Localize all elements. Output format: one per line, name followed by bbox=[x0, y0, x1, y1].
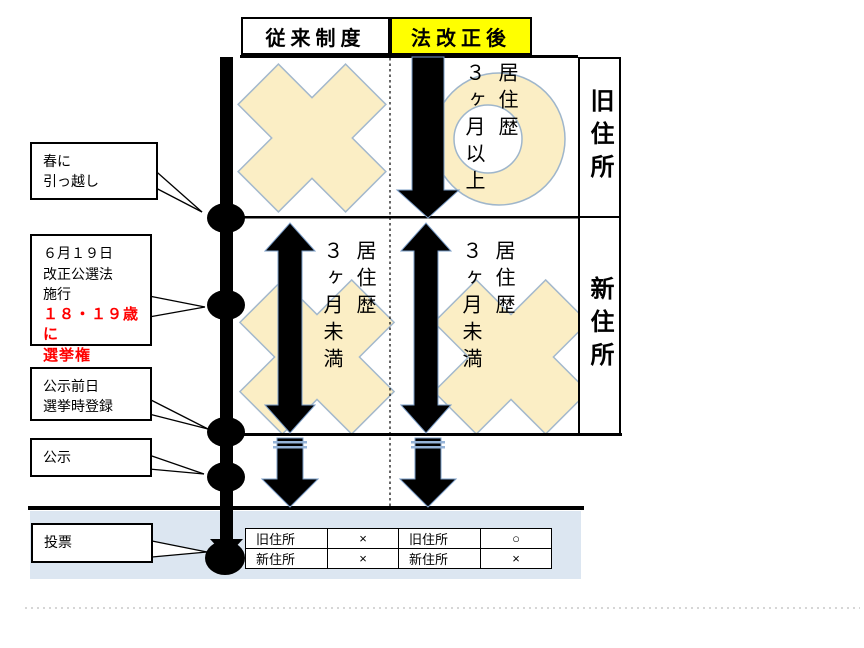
residency-note-new-conventional: 居住歴 ３ヶ月未満 bbox=[314, 240, 380, 375]
callout-spring-move: 春に 引っ越し bbox=[30, 142, 158, 200]
callout-red-text-line: 選挙権 bbox=[43, 346, 92, 364]
arrow-double-new-conventional bbox=[263, 222, 317, 434]
residency-note-line: ３ヶ月未満 bbox=[320, 240, 342, 375]
timeline-dot-registration bbox=[207, 417, 245, 447]
callout-law-enforcement: ６月１９日 改正公選法 施行 １８・１９歳に 選挙権 bbox=[30, 234, 152, 364]
header-conventional-system: 従来制度 bbox=[241, 17, 390, 55]
residency-note-line: ３ヶ月以上 bbox=[462, 62, 484, 197]
result-cell-label: 新住所 bbox=[245, 548, 328, 569]
arrow-double-new-after bbox=[399, 222, 453, 434]
residency-note-new-after: 居住歴 ３ヶ月未満 bbox=[453, 240, 519, 375]
arrow-down-old-after bbox=[395, 56, 461, 219]
band-top-line bbox=[28, 506, 584, 510]
callout-text-line: 引っ越し bbox=[43, 173, 99, 189]
timeline-dot-voting bbox=[205, 541, 245, 575]
callout-pointer-voting bbox=[151, 540, 208, 558]
result-cell-mark: ○ bbox=[480, 528, 552, 549]
grid-line-bottom bbox=[238, 433, 622, 436]
ok-ring-inner bbox=[453, 104, 523, 174]
table-row: 新住所 × 新住所 × bbox=[245, 548, 552, 569]
result-table: 旧住所 × 旧住所 ○ 新住所 × 新住所 × bbox=[245, 528, 552, 569]
callout-text-line: 公示前日 bbox=[43, 378, 99, 394]
callout-text-line: 投票 bbox=[44, 534, 72, 550]
grid-line-top bbox=[240, 55, 578, 58]
callout-announcement: 公示 bbox=[30, 438, 152, 477]
timeline-dot-law bbox=[207, 290, 245, 320]
result-cell-label: 旧住所 bbox=[398, 528, 481, 549]
arrow-stripe bbox=[273, 446, 307, 449]
residency-note-line: ３ヶ月未満 bbox=[459, 240, 481, 375]
residency-note-line: 居住歴 bbox=[353, 240, 375, 321]
callout-text-line: 施行 bbox=[43, 286, 71, 302]
callout-red-text-line: １８・１９歳に bbox=[43, 305, 140, 344]
result-cell-mark: × bbox=[327, 528, 399, 549]
arrow-down-vote-conventional bbox=[260, 437, 320, 508]
callout-pre-announcement-registration: 公示前日 選挙時登録 bbox=[30, 367, 152, 421]
cross-old-conventional bbox=[237, 63, 387, 213]
callout-text-line: 改正公選法 bbox=[43, 265, 113, 282]
timeline-dot-move bbox=[207, 203, 245, 233]
row-label-new-address: 新住所 bbox=[578, 216, 621, 435]
callout-pointer-registration bbox=[148, 398, 209, 430]
callout-text-line: 公示 bbox=[43, 449, 71, 465]
callout-voting: 投票 bbox=[31, 523, 153, 563]
grid-line-middle bbox=[240, 216, 578, 219]
residency-note-line: 居住歴 bbox=[495, 62, 517, 143]
table-row: 旧住所 × 旧住所 ○ bbox=[245, 528, 552, 549]
result-cell-mark: × bbox=[480, 548, 552, 569]
result-cell-label: 新住所 bbox=[398, 548, 481, 569]
callout-text-line: 春に bbox=[43, 153, 71, 169]
callout-text-line: ６月１９日 bbox=[43, 245, 113, 261]
result-cell-label: 旧住所 bbox=[245, 528, 328, 549]
result-cell-mark: × bbox=[327, 548, 399, 569]
timeline-dot-announcement bbox=[207, 462, 245, 492]
arrow-stripe bbox=[411, 441, 445, 444]
old-address-label: 旧住所 bbox=[586, 88, 613, 187]
header-after-law-revision: 法改正後 bbox=[390, 17, 532, 55]
callout-pointer-announcement bbox=[148, 454, 205, 475]
callout-text-line: 選挙時登録 bbox=[43, 398, 113, 414]
residency-note-old-after: 居住歴 ３ヶ月以上 bbox=[456, 62, 522, 212]
residency-note-line: 居住歴 bbox=[492, 240, 514, 321]
callout-pointer-move bbox=[149, 165, 203, 213]
arrow-stripe bbox=[411, 446, 445, 449]
arrow-down-vote-after bbox=[398, 437, 458, 508]
new-address-label: 新住所 bbox=[586, 276, 613, 375]
callout-pointer-law bbox=[148, 295, 206, 318]
arrow-stripe bbox=[273, 441, 307, 444]
row-label-old-address: 旧住所 bbox=[578, 57, 621, 218]
